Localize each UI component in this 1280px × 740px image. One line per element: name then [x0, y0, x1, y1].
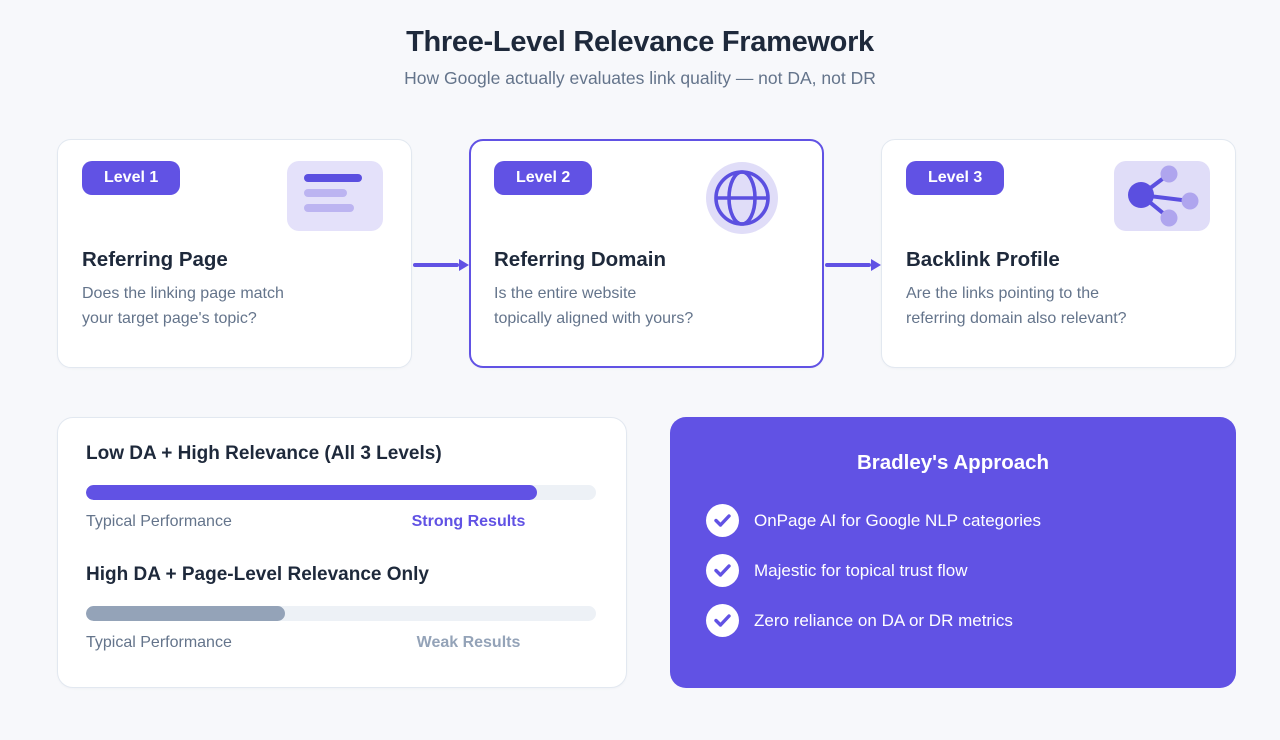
approach-item-label: OnPage AI for Google NLP categories: [754, 510, 1041, 530]
document-lines-icon: [287, 161, 383, 231]
page-title: Three-Level Relevance Framework: [406, 26, 874, 58]
level-3-title: Backlink Profile: [906, 248, 1060, 271]
globe-icon: [706, 162, 778, 234]
progress-bar-track: [86, 606, 596, 621]
approach-list: OnPage AI for Google NLP categories Maje…: [706, 504, 1200, 637]
flow-arrow-icon: [825, 259, 881, 271]
arrow-line: [413, 263, 459, 267]
approach-item-label: Zero reliance on DA or DR metrics: [754, 610, 1013, 630]
description-line: Are the links pointing to the: [906, 285, 1100, 302]
level-2-card: Level 2 Referring Domain Is the entire w…: [469, 139, 824, 368]
performance-labels: Typical Performance Weak Results: [86, 634, 596, 652]
arrow-line: [825, 263, 871, 267]
performance-labels: Typical Performance Strong Results: [86, 513, 596, 531]
check-icon: [706, 504, 739, 537]
performance-heading: Low DA + High Relevance (All 3 Levels): [86, 443, 442, 464]
level-1-description: Does the linking page match your target …: [82, 281, 387, 331]
arrow-head: [871, 259, 881, 271]
progress-bar-fill: [86, 485, 538, 500]
level-3-card: Level 3 Backlink Profile Are the links p…: [881, 139, 1236, 368]
approach-panel: Bradley's Approach OnPage AI for Google …: [670, 417, 1236, 688]
approach-item: Majestic for topical trust flow: [706, 554, 1200, 587]
document-line: [304, 204, 354, 212]
level-2-title: Referring Domain: [494, 248, 666, 271]
network-icon: [1114, 161, 1210, 231]
level-2-badge: Level 2: [494, 161, 593, 195]
bottom-row: Low DA + High Relevance (All 3 Levels) T…: [57, 417, 1236, 688]
performance-label: Typical Performance: [86, 634, 232, 651]
progress-bar-track: [86, 485, 596, 500]
document-line: [304, 189, 347, 197]
approach-title: Bradley's Approach: [856, 451, 1050, 474]
level-3-badge: Level 3: [906, 161, 1005, 195]
level-1-badge: Level 1: [82, 161, 181, 195]
document-line: [304, 174, 362, 182]
check-icon: [706, 604, 739, 637]
description-line: referring domain also relevant?: [906, 310, 1127, 327]
approach-item-label: Majestic for topical trust flow: [754, 560, 968, 580]
level-1-title: Referring Page: [82, 248, 228, 271]
level-3-description: Are the links pointing to the referring …: [906, 281, 1211, 331]
result-label: Strong Results: [411, 513, 526, 530]
description-line: topically aligned with yours?: [494, 310, 694, 327]
flow-arrow-icon: [413, 259, 469, 271]
level-2-description: Is the entire website topically aligned …: [494, 281, 799, 331]
arrow-head: [459, 259, 469, 271]
level-1-card: Level 1 Referring Page Does the linking …: [57, 139, 412, 368]
page-subtitle: How Google actually evaluates link quali…: [404, 68, 876, 88]
description-line: your target page's topic?: [82, 310, 257, 327]
performance-comparison-panel: Low DA + High Relevance (All 3 Levels) T…: [57, 417, 627, 688]
check-icon: [706, 554, 739, 587]
approach-item: Zero reliance on DA or DR metrics: [706, 604, 1200, 637]
approach-item: OnPage AI for Google NLP categories: [706, 504, 1200, 537]
description-line: Does the linking page match: [82, 285, 284, 302]
performance-heading: High DA + Page-Level Relevance Only: [86, 564, 430, 585]
levels-row: Level 1 Referring Page Does the linking …: [57, 139, 1236, 368]
result-label: Weak Results: [416, 634, 521, 651]
performance-label: Typical Performance: [86, 513, 232, 530]
description-line: Is the entire website: [494, 285, 637, 302]
progress-bar-fill: [86, 606, 285, 621]
page-header: Three-Level Relevance Framework How Goog…: [0, 0, 1280, 89]
